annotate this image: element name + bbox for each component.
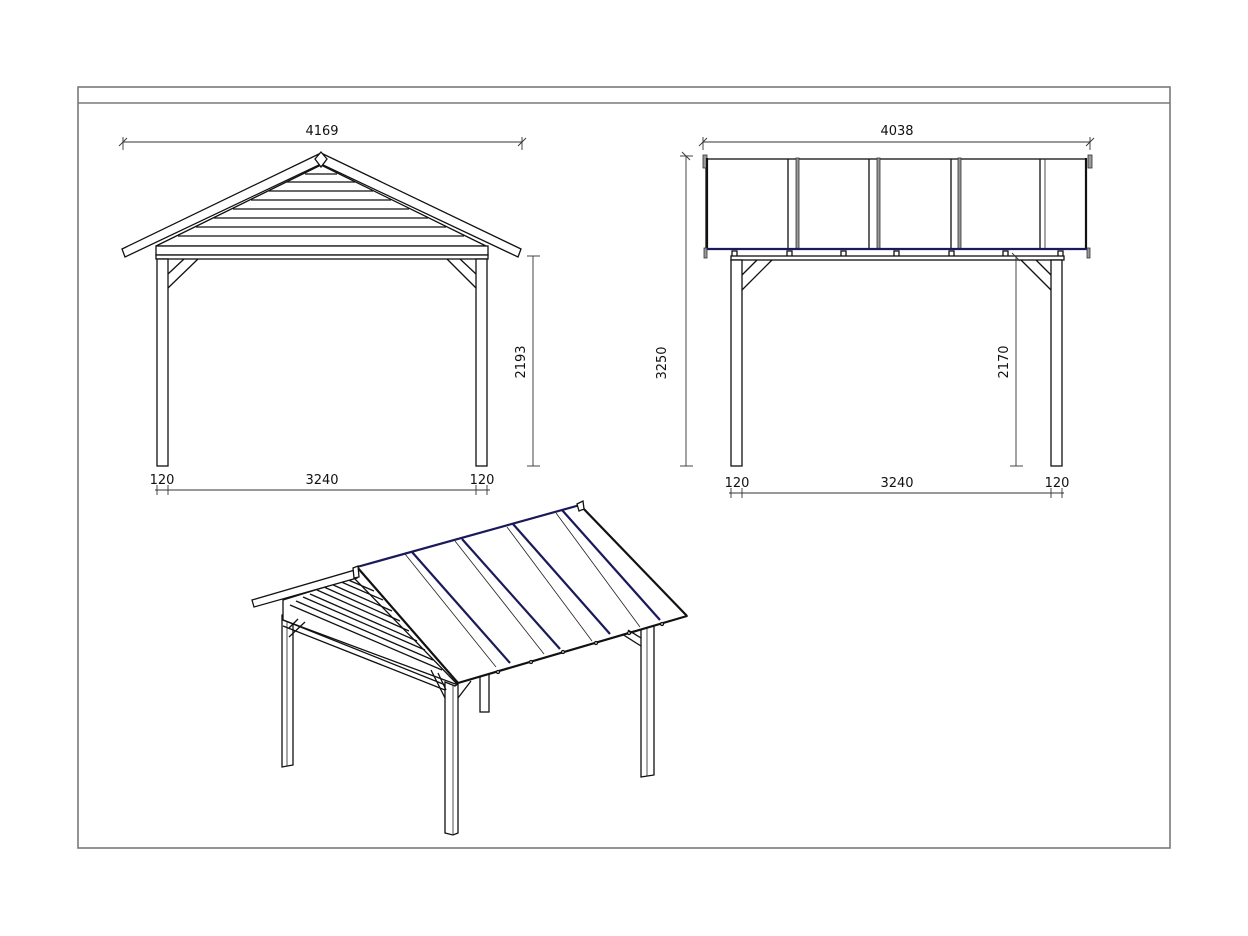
- post-right: [1050, 259, 1063, 467]
- dimension-label: 2170: [997, 345, 1012, 378]
- wall-plate: [155, 254, 489, 260]
- dimension-label: 120: [470, 473, 495, 488]
- dimension-bottom-chain: 120 3240 120: [725, 476, 1070, 498]
- dimension-height: 2193: [514, 255, 540, 467]
- post-back-right: [640, 621, 655, 778]
- roof-panels: [352, 500, 689, 685]
- post-back-inner: [479, 671, 490, 713]
- isometric-view: [251, 500, 689, 836]
- dimension-label: 120: [725, 476, 750, 491]
- dimension-overall-width: 4038: [698, 124, 1095, 150]
- sheet-frame: [77, 86, 1171, 849]
- dimension-label: 3240: [880, 476, 913, 491]
- top-beam: [730, 255, 1065, 261]
- knee-braces: [741, 259, 1052, 291]
- dimension-label: 3250: [655, 346, 670, 379]
- roof-barge-boards: [121, 151, 522, 258]
- ridge-end-cap: [352, 565, 360, 579]
- top-beam: [155, 245, 489, 256]
- post-left: [730, 259, 743, 467]
- dimension-label: 3240: [305, 473, 338, 488]
- gable-cladding: [282, 577, 459, 693]
- gable-cladding: [155, 164, 487, 247]
- post-right: [475, 258, 488, 467]
- front-elevation-view: 4169: [118, 124, 540, 495]
- side-elevation-view: 4038: [655, 124, 1095, 498]
- knee-braces: [167, 258, 477, 289]
- ridge-cap: [314, 151, 328, 169]
- knee-braces: [288, 618, 642, 699]
- post-front-corner: [444, 681, 459, 836]
- post-left: [156, 258, 169, 467]
- dimension-label: 4038: [880, 124, 913, 139]
- dimension-label: 120: [1045, 476, 1070, 491]
- dimension-label: 2193: [514, 345, 529, 378]
- eave-fixings: [495, 621, 665, 675]
- dimension-bottom-chain: 120 3240 120: [150, 473, 495, 495]
- dimension-overall-width: 4169: [118, 124, 527, 150]
- dimension-label: 120: [150, 473, 175, 488]
- dimension-total-height: 3250: [655, 151, 693, 467]
- ridge-end-cap: [576, 500, 585, 512]
- roof-panels: [702, 154, 1093, 259]
- dimension-clear-height: 2170: [997, 252, 1023, 467]
- dimension-label: 4169: [305, 124, 338, 139]
